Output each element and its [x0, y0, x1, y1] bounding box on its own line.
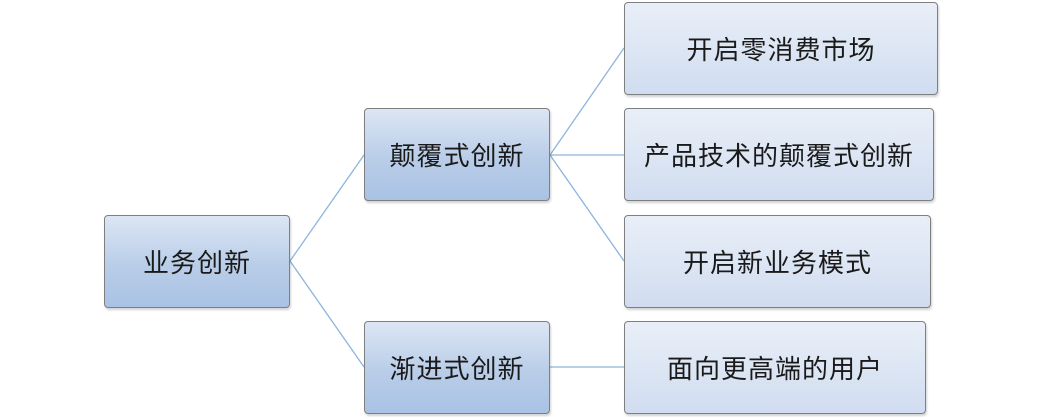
- node-business-innovation: 业务创新: [104, 215, 290, 308]
- node-open-zero-consumption-market: 开启零消费市场: [624, 2, 938, 95]
- connector-root-to-incremental: [289, 260, 365, 368]
- node-product-tech-disruptive-innovation: 产品技术的颠覆式创新: [624, 108, 934, 201]
- node-incremental-innovation: 渐进式创新: [364, 321, 550, 414]
- connector-root-to-disruptive: [289, 154, 365, 262]
- node-target-higher-end-users: 面向更高端的用户: [624, 321, 926, 414]
- node-open-new-business-model: 开启新业务模式: [624, 215, 931, 308]
- connector-disruptive-to-business-model: [549, 154, 625, 262]
- connector-disruptive-to-zero-consumption: [549, 47, 625, 156]
- node-disruptive-innovation: 颠覆式创新: [364, 108, 550, 201]
